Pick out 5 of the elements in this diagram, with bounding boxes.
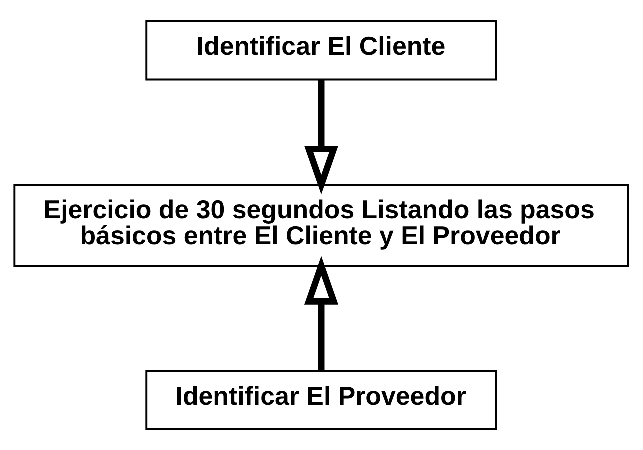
node-box: Identificar El Cliente [146, 20, 498, 80]
node-box: Identificar El Proveedor [146, 370, 498, 430]
node-box: Ejercicio de 30 segundos Listando las pasos básicos entre El Cliente y El Proveedor [14, 184, 630, 266]
arrow [304, 256, 339, 371]
arrow [304, 79, 339, 194]
